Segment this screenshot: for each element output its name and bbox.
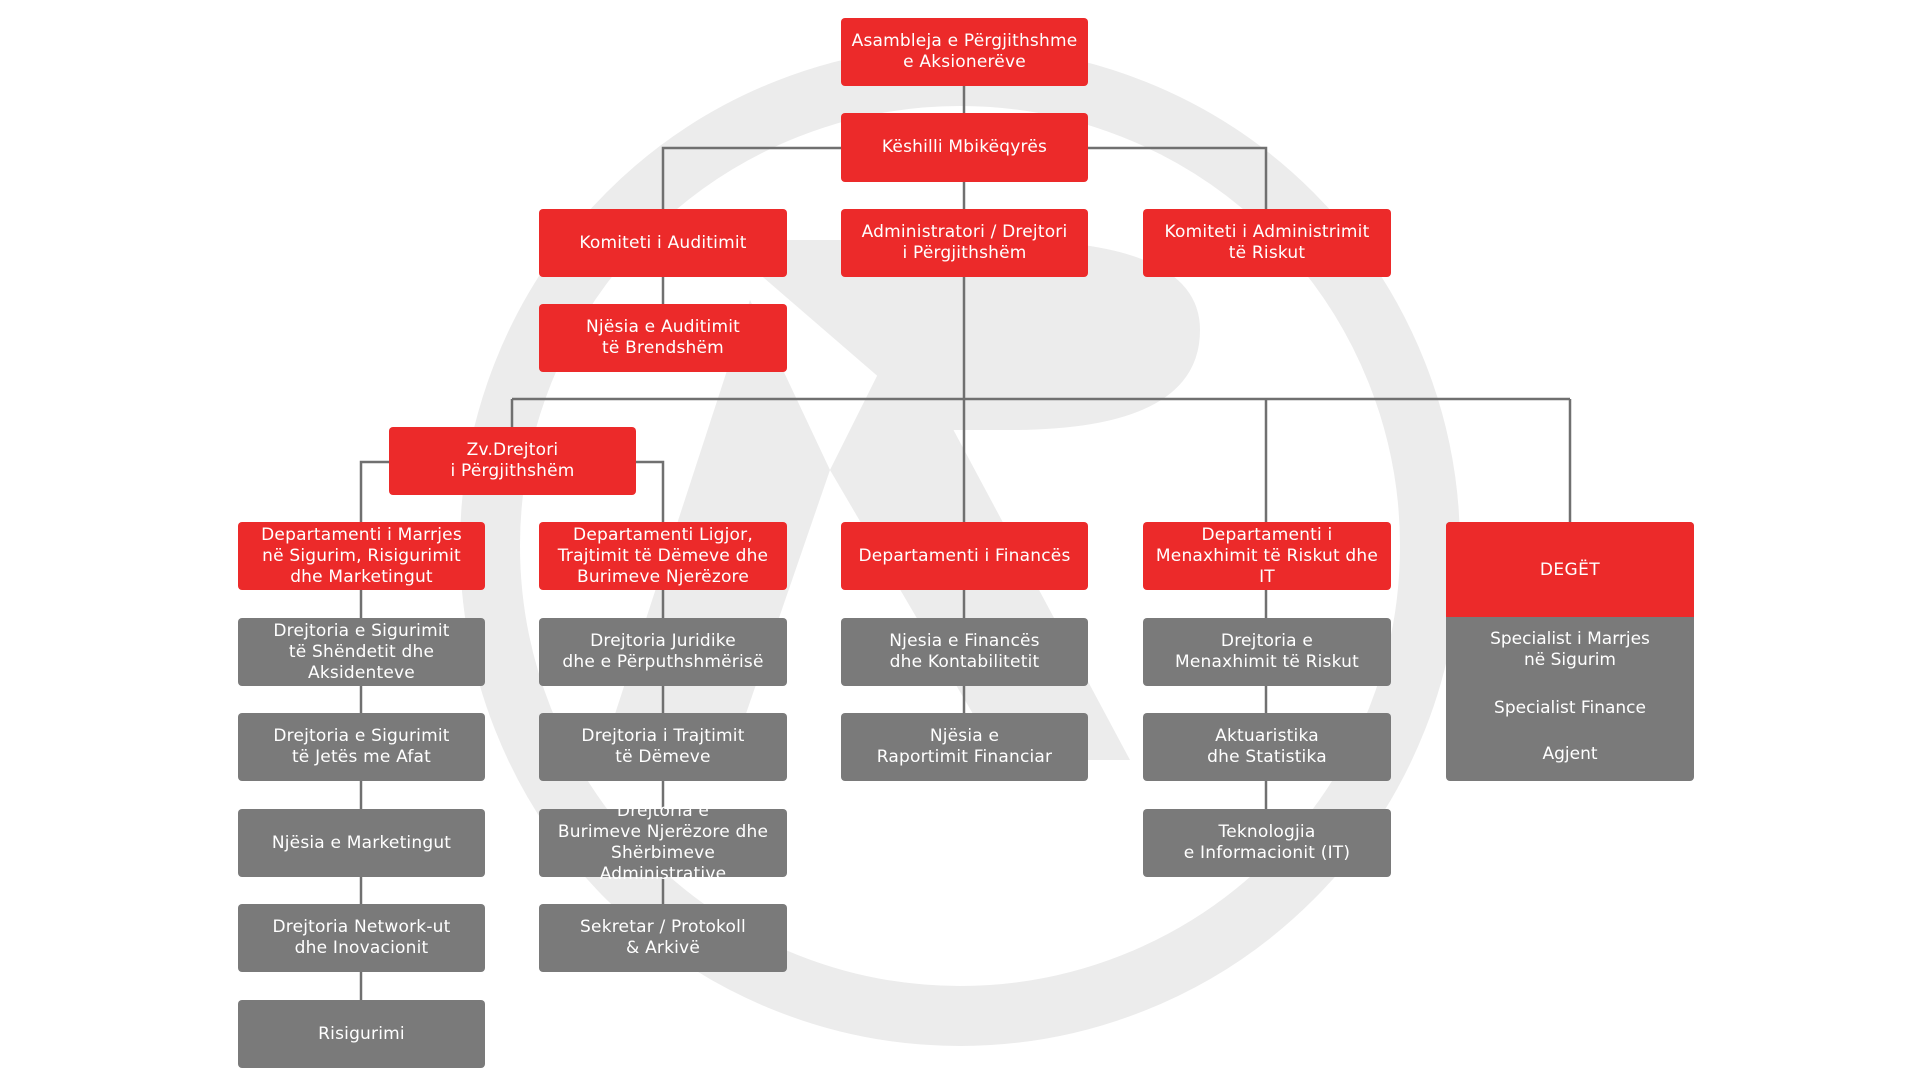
branch-item: Agjent: [1542, 744, 1598, 764]
branches-box: DEGËT Specialist i Marrjes në Sigurim Sp…: [1446, 522, 1694, 781]
deputy-director-box: Zv.Drejtori i Përgjithshëm: [389, 427, 636, 495]
dir-health-box: Drejtoria e Sigurimit të Shëndetit dhe A…: [238, 618, 485, 686]
dir-hr-box: Drejtoria e Burimeve Njerëzore dhe Shërb…: [539, 801, 787, 884]
actuarial-box: Aktuaristika dhe Statistika: [1143, 713, 1391, 781]
audit-committee-box: Komiteti i Auditimit: [539, 209, 787, 277]
dir-life-box: Drejtoria e Sigurimit të Jetës me Afat: [238, 713, 485, 781]
risk-committee-box: Komiteti i Administrimit të Riskut: [1143, 209, 1391, 277]
reinsurance-box: Risigurimi: [238, 1000, 485, 1068]
dept-underwriting-box: Departamenti i Marrjes në Sigurim, Risig…: [238, 522, 485, 590]
it-box: Teknologjia e Informacionit (IT): [1143, 809, 1391, 877]
branch-item: Specialist Finance: [1494, 698, 1646, 718]
general-director-box: Administratori / Drejtori i Përgjithshëm: [841, 209, 1088, 277]
shareholders-assembly-box: Asambleja e Përgjithshme e Aksionerëve: [841, 18, 1088, 86]
unit-accounting-box: Njesia e Financës dhe Kontabilitetit: [841, 618, 1088, 686]
dir-claims-box: Drejtoria i Trajtimit të Dëmeve: [539, 713, 787, 781]
dir-network-box: Drejtoria Network-ut dhe Inovacionit: [238, 904, 485, 972]
unit-reporting-box: Njësia e Raportimit Financiar: [841, 713, 1088, 781]
dept-risk-box: Departamenti i Menaxhimit të Riskut dhe …: [1143, 522, 1391, 590]
secretary-box: Sekretar / Protokoll & Arkivë: [539, 904, 787, 972]
dir-legal-box: Drejtoria Juridike dhe e Përputhshmërisë: [539, 618, 787, 686]
dir-risk-mgmt-box: Drejtoria e Menaxhimit të Riskut: [1143, 618, 1391, 686]
unit-marketing-box: Njësia e Marketingut: [238, 809, 485, 877]
dept-finance-box: Departamenti i Financës: [841, 522, 1088, 590]
supervisory-board-box: Këshilli Mbikëqyrës: [841, 113, 1088, 182]
internal-audit-unit-box: Njësia e Auditimit të Brendshëm: [539, 304, 787, 372]
dept-legal-box: Departamenti Ligjor, Trajtimit të Dëmeve…: [539, 522, 787, 590]
branch-item: Specialist i Marrjes në Sigurim: [1490, 629, 1650, 670]
branches-title: DEGËT: [1446, 522, 1694, 617]
